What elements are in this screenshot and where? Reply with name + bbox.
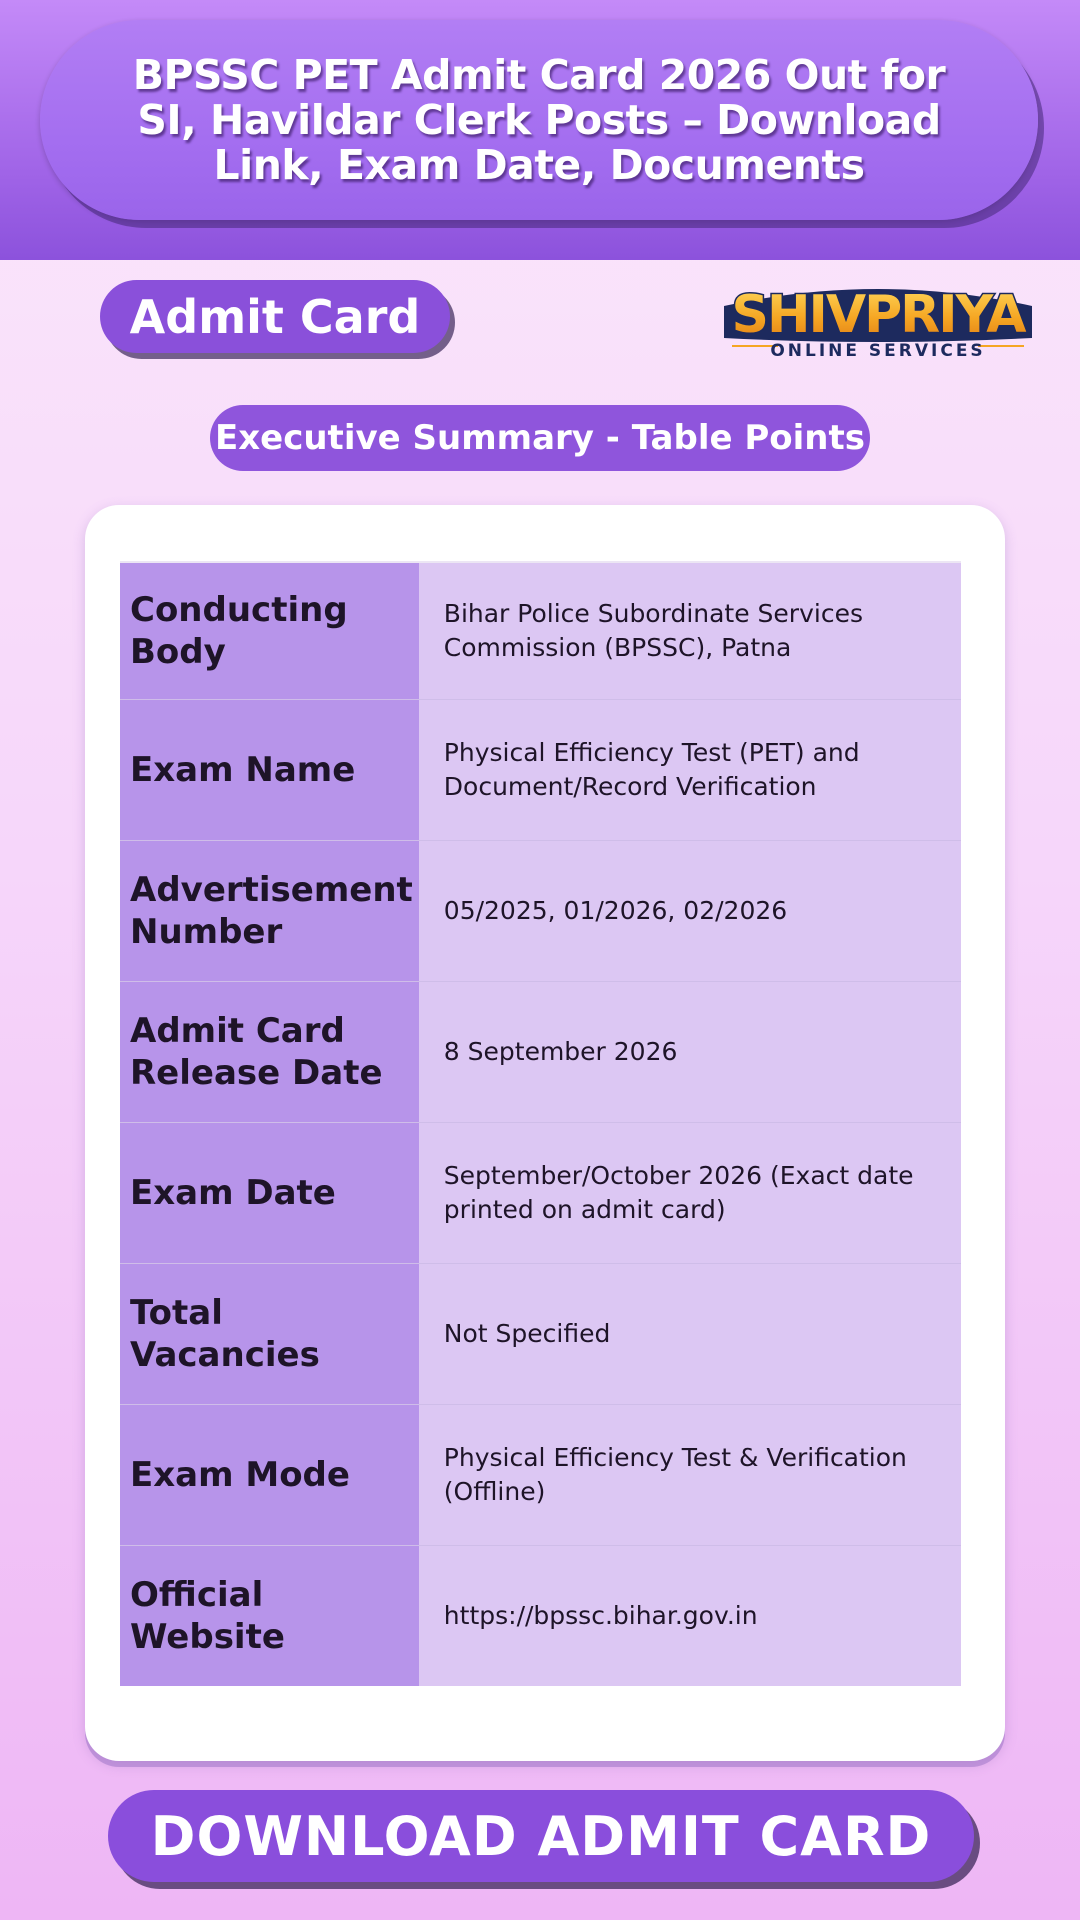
section-title-chip: Executive Summary - Table Points: [210, 405, 870, 471]
category-badge: Admit Card: [100, 280, 450, 353]
table-row: Official Website https://bpssc.bihar.gov…: [120, 1545, 961, 1686]
table-row: Exam Mode Physical Efficiency Test & Ver…: [120, 1404, 961, 1546]
row-value: Not Specified: [418, 1263, 961, 1405]
logo-wordmark: SHIVPRIYA: [732, 285, 1027, 345]
row-label: Exam Mode: [120, 1404, 419, 1546]
table-row: Advertisement Number 05/2025, 01/2026, 0…: [120, 840, 961, 982]
table-row: Conducting Body Bihar Police Subordinate…: [120, 562, 961, 700]
table-row: Total Vacancies Not Specified: [120, 1263, 961, 1405]
table-row: Exam Date September/October 2026 (Exact …: [120, 1122, 961, 1264]
logo-backdrop-shape: [724, 289, 1032, 342]
row-value: 05/2025, 01/2026, 02/2026: [418, 840, 961, 982]
download-admit-card-button[interactable]: DOWNLOAD ADMIT CARD: [108, 1790, 974, 1882]
row-value: September/October 2026 (Exact date print…: [418, 1122, 961, 1264]
row-value: 8 September 2026: [418, 981, 961, 1123]
header-band: BPSSC PET Admit Card 2026 Out for SI, Ha…: [0, 0, 1080, 260]
row-label: Exam Name: [120, 699, 419, 841]
row-label: Admit Card Release Date: [120, 981, 419, 1123]
page-title: BPSSC PET Admit Card 2026 Out for SI, Ha…: [132, 50, 946, 189]
table-row: Admit Card Release Date 8 September 2026: [120, 981, 961, 1123]
table-row: Exam Name Physical Efficiency Test (PET)…: [120, 699, 961, 841]
row-label: Advertisement Number: [120, 840, 419, 982]
section-title: Executive Summary - Table Points: [214, 418, 866, 458]
logo-subtext: ONLINE SERVICES: [770, 341, 985, 361]
summary-table: Conducting Body Bihar Police Subordinate…: [120, 561, 961, 1686]
row-value: Physical Efficiency Test & Verification …: [418, 1404, 961, 1546]
row-value: Bihar Police Subordinate Services Commis…: [418, 562, 961, 700]
download-button-label: DOWNLOAD ADMIT CARD: [150, 1804, 932, 1868]
row-label: Conducting Body: [120, 562, 419, 700]
row-label: Exam Date: [120, 1122, 419, 1264]
row-label: Total Vacancies: [120, 1263, 419, 1405]
official-website-link[interactable]: https://bpssc.bihar.gov.in: [418, 1545, 961, 1686]
row-label: Official Website: [120, 1545, 419, 1686]
category-badge-label: Admit Card: [129, 289, 421, 344]
row-value: Physical Efficiency Test (PET) and Docum…: [418, 699, 961, 841]
header-pill: BPSSC PET Admit Card 2026 Out for SI, Ha…: [40, 20, 1038, 220]
shivpriya-logo: SHIVPRIYA ONLINE SERVICES: [718, 276, 1038, 368]
